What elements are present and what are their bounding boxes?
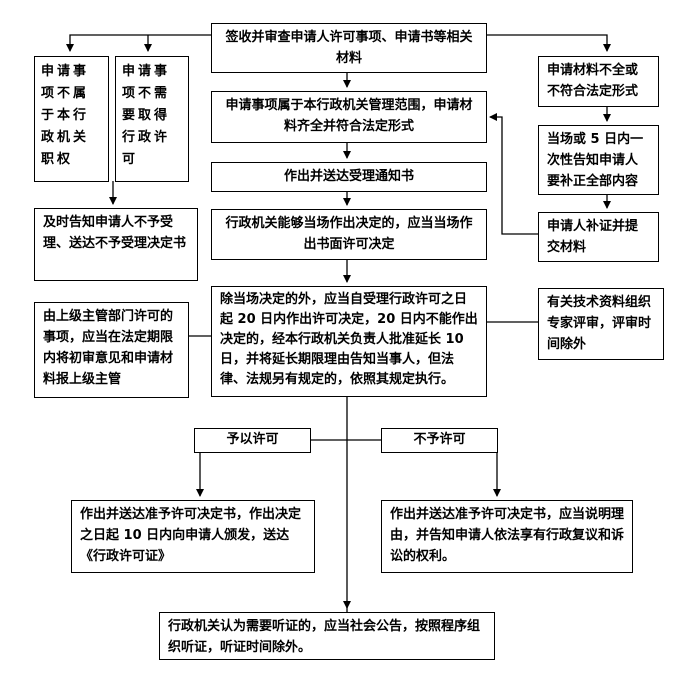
node-inform-once: 当场或 5 日内一次性告知申请人要补正全部内容	[538, 125, 659, 195]
edge-supplement-inscope	[489, 113, 540, 235]
node-notify-reject: 及时告知申请人不予受理、送达不予受理决定书	[34, 208, 198, 281]
node-hearing: 行政机关认为需要听证的，应当社会公告，按照程序组织听证，听证时间除外。	[159, 612, 495, 660]
node-deadline: 除当场决定的外，应当自受理行政许可之日起 20 日内作出许可决定，20 日内不能…	[211, 286, 487, 397]
edge-receive-right	[487, 34, 611, 52]
node-receive: 签收并审查申请人许可事项、申请书等相关材料	[211, 23, 487, 73]
node-onsite: 行政机关能够当场作出决定的，应当当场作出书面许可决定	[211, 209, 487, 260]
node-deny: 不予许可	[381, 428, 498, 453]
node-not-authority: 申请事项不属于本行政机关职权	[34, 56, 109, 182]
node-no-permit-needed: 申请事项不需要取得行政许可	[115, 56, 189, 182]
node-supplement: 申请人补证并提交材料	[538, 212, 659, 262]
node-grant: 予以许可	[194, 428, 311, 453]
node-grant-detail: 作出并送达准予许可决定书，作出决定之日起 10 日内向申请人颁发，送达《行政许可…	[71, 500, 315, 573]
node-expert: 有关技术资料组织专家评审，评审时间除外	[538, 288, 664, 360]
node-deny-detail: 作出并送达准予许可决定书，应当说明理由，并告知申请人依法享有行政复议和诉讼的权利…	[381, 500, 633, 573]
node-in-scope: 申请事项属于本行政机关管理范围，申请材料齐全并符合法定形式	[211, 91, 487, 143]
node-acceptance: 作出并送达受理通知书	[211, 162, 487, 192]
node-incomplete: 申请材料不全或不符合法定形式	[538, 56, 659, 107]
node-superior: 由上级主管部门许可的事项，应当在法定期限内将初审意见和申请材料报上级主管	[34, 302, 189, 398]
edge-receive-left	[66, 34, 211, 52]
